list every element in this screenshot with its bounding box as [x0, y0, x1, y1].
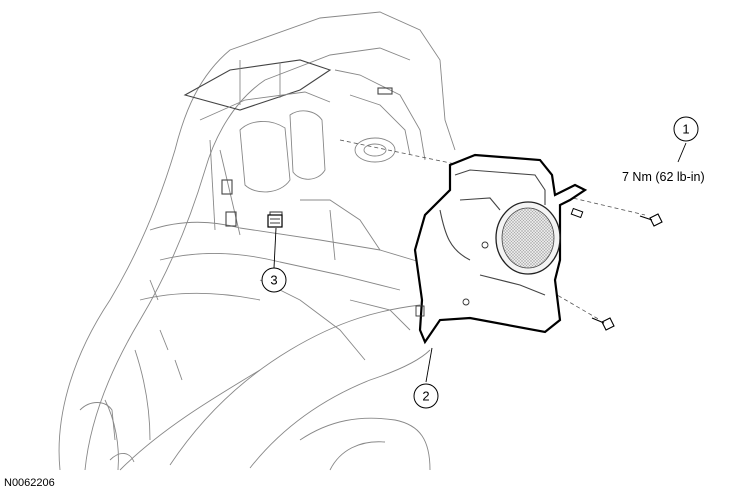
- bolt-lower: [591, 317, 615, 331]
- callout-2: 2: [413, 383, 439, 409]
- svg-text:3: 3: [270, 273, 277, 288]
- speaker-enclosure: [413, 153, 588, 345]
- bolt-upper: [570, 207, 663, 227]
- figure-id: N0062206: [4, 477, 55, 489]
- callout-leaders: [273, 142, 687, 383]
- vehicle-body-line-art: [58, 11, 456, 471]
- callout-3: 3: [261, 267, 287, 293]
- svg-text:1: 1: [682, 122, 689, 137]
- clip: [267, 214, 283, 228]
- svg-text:2: 2: [422, 389, 429, 404]
- torque-spec-label: 7 Nm (62 lb-in): [622, 170, 705, 184]
- callout-1: 1: [673, 116, 699, 142]
